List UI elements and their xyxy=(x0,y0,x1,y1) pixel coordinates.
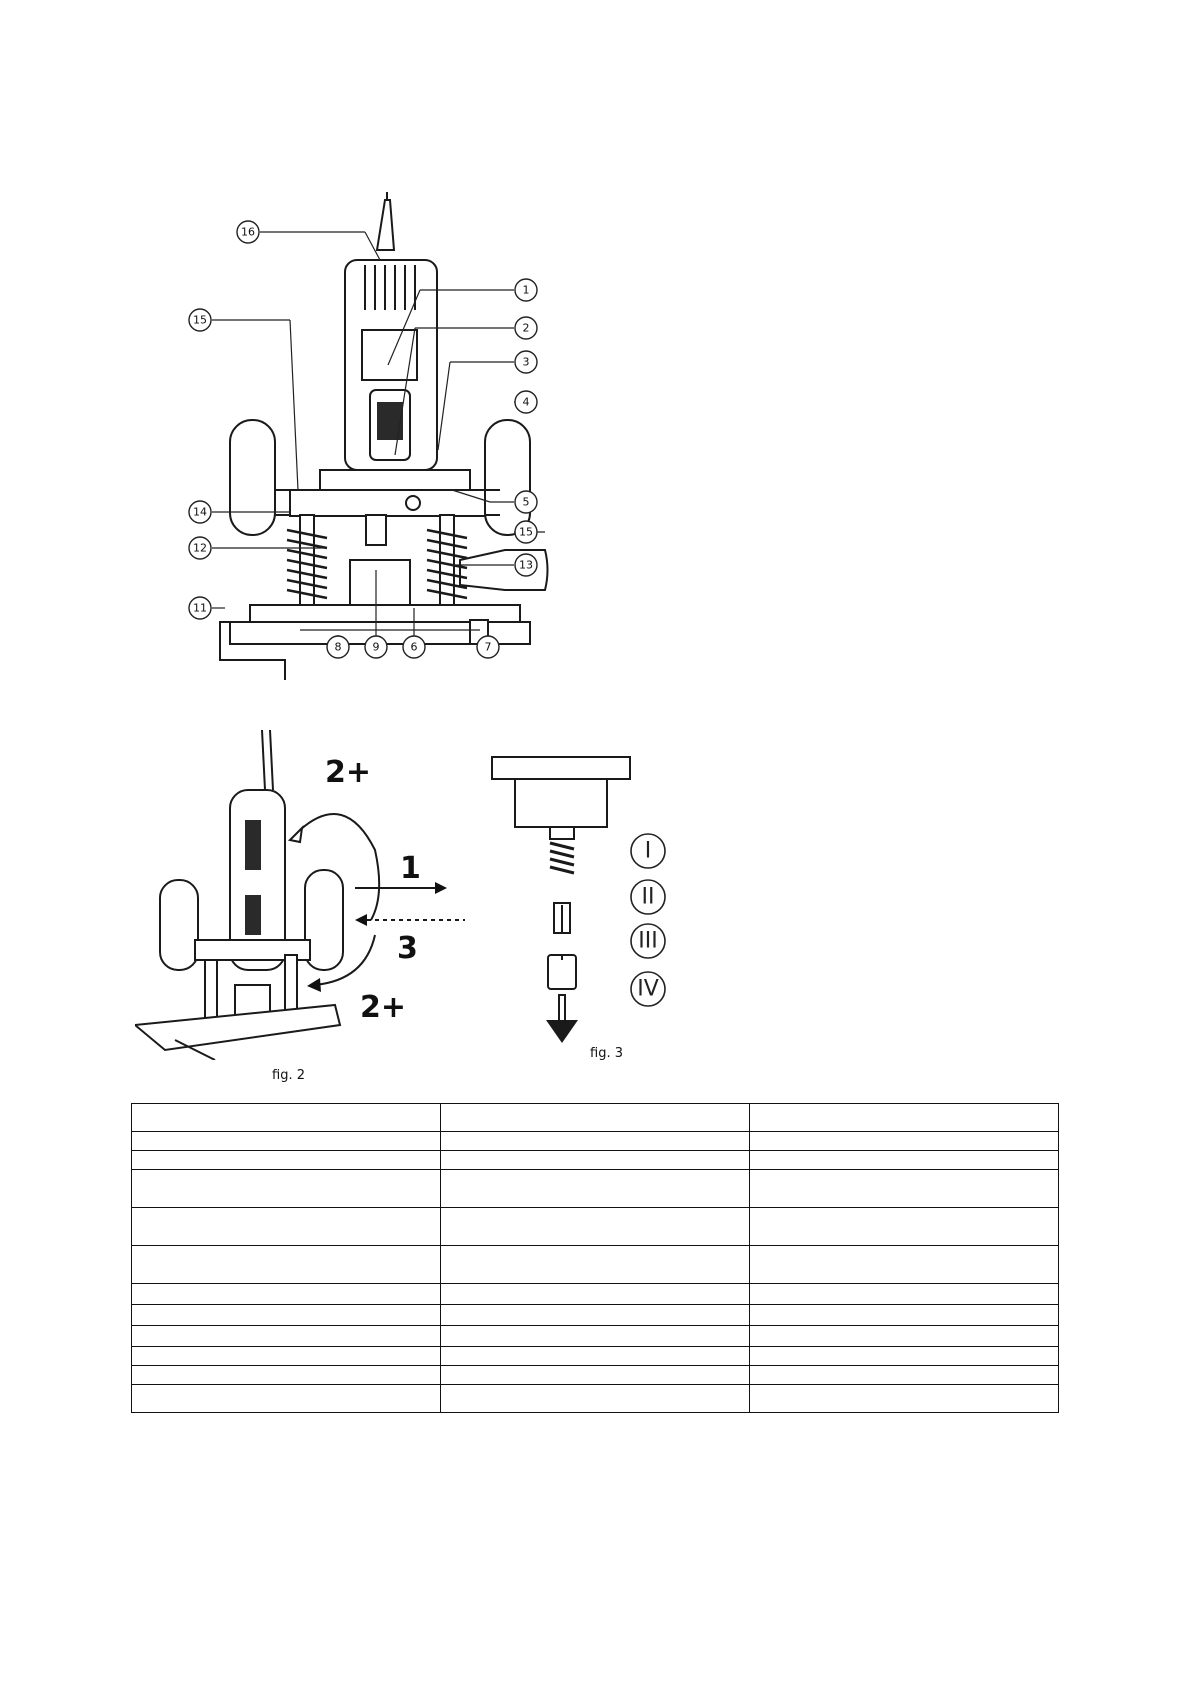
table-cell xyxy=(749,1365,1059,1385)
table-cell xyxy=(440,1150,750,1170)
table-cell xyxy=(749,1131,1059,1151)
callout-14: 16 xyxy=(241,226,255,239)
table-cell xyxy=(749,1346,1059,1366)
callout-9: 9 xyxy=(373,641,380,654)
table-row xyxy=(131,1346,1059,1366)
table-row xyxy=(131,1131,1059,1151)
table-row xyxy=(131,1304,1059,1326)
table-cell xyxy=(440,1207,750,1246)
table-cell xyxy=(749,1245,1059,1284)
figure-3-caption: fig. 3 xyxy=(590,1046,623,1061)
table-cell xyxy=(749,1169,1059,1208)
callout-11: 12 xyxy=(193,542,207,555)
table-cell xyxy=(440,1245,750,1284)
motion-mark-2plus-bottom: 2+ xyxy=(360,990,406,1025)
table-cell xyxy=(131,1325,441,1347)
callout-12: 13 xyxy=(519,559,533,572)
figure-2-caption: fig. 2 xyxy=(272,1068,305,1083)
figure-1-router-diagram: 16 1 15 2 3 4 5 15 14 12 13 11 8 9 6 7 xyxy=(188,192,549,680)
table-cell xyxy=(440,1131,750,1151)
table-cell xyxy=(131,1346,441,1366)
table-row xyxy=(131,1384,1059,1413)
table-cell xyxy=(749,1283,1059,1305)
table-cell xyxy=(749,1384,1059,1413)
part-label-II: II xyxy=(642,885,655,910)
table-row xyxy=(131,1207,1059,1246)
callout-16: 15 xyxy=(519,526,533,539)
table-cell xyxy=(131,1169,441,1208)
table-row xyxy=(131,1283,1059,1305)
callout-2: 2 xyxy=(523,322,530,335)
callout-8: 8 xyxy=(335,641,342,654)
table-row xyxy=(131,1169,1059,1208)
callout-1: 1 xyxy=(523,284,530,297)
callout-3: 3 xyxy=(523,356,530,369)
table-cell xyxy=(131,1103,441,1132)
table-row xyxy=(131,1325,1059,1347)
callout-10: 11 xyxy=(193,602,207,615)
callout-5: 5 xyxy=(523,496,530,509)
table-cell xyxy=(440,1283,750,1305)
table-row xyxy=(131,1150,1059,1170)
table-cell xyxy=(131,1150,441,1170)
figure-3-collet-parts: I II III IV xyxy=(491,756,666,1043)
table-cell xyxy=(131,1304,441,1326)
part-label-IV: IV xyxy=(637,977,659,1002)
table-cell xyxy=(440,1384,750,1413)
table-cell xyxy=(440,1365,750,1385)
table-cell xyxy=(131,1207,441,1246)
callout-6: 6 xyxy=(411,641,418,654)
specification-table xyxy=(131,1103,1059,1413)
table-cell xyxy=(749,1207,1059,1246)
table-row xyxy=(131,1245,1059,1284)
table-cell xyxy=(131,1384,441,1413)
callout-4: 4 xyxy=(523,396,530,409)
figure-2-router-motion: 2+ 1 3 2+ xyxy=(135,730,465,1060)
callout-13: 14 xyxy=(193,506,207,519)
callout-7: 7 xyxy=(485,641,492,654)
table-cell xyxy=(131,1365,441,1385)
callout-15: 15 xyxy=(193,314,207,327)
table-cell xyxy=(749,1103,1059,1132)
table-cell xyxy=(749,1150,1059,1170)
table-cell xyxy=(440,1103,750,1132)
part-label-I: I xyxy=(645,839,652,864)
table-cell xyxy=(749,1304,1059,1326)
table-cell xyxy=(440,1169,750,1208)
table-cell xyxy=(131,1131,441,1151)
motion-mark-2plus-top: 2+ xyxy=(325,755,371,790)
part-label-III: III xyxy=(638,929,657,954)
table-cell xyxy=(131,1245,441,1284)
table-row xyxy=(131,1103,1059,1132)
motion-mark-3: 3 xyxy=(397,931,418,966)
motion-mark-1: 1 xyxy=(400,851,421,886)
table-cell xyxy=(440,1325,750,1347)
table-cell xyxy=(440,1304,750,1326)
table-cell xyxy=(440,1346,750,1366)
table-cell xyxy=(749,1325,1059,1347)
table-cell xyxy=(131,1283,441,1305)
table-row xyxy=(131,1365,1059,1385)
